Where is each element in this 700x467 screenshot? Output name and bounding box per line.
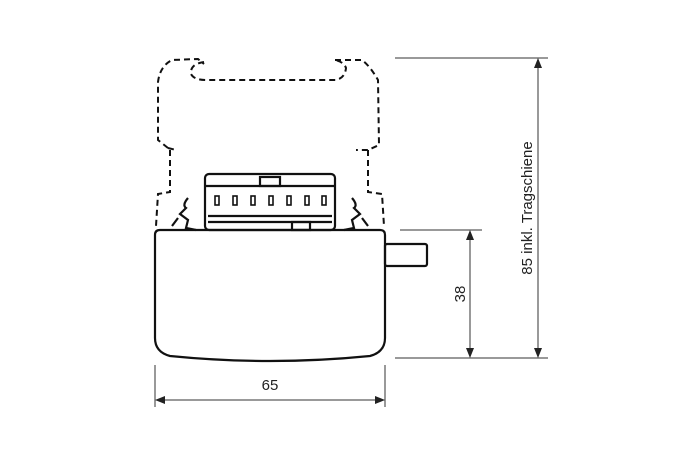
din-rail-outline	[155, 57, 385, 227]
dimension-lines	[154, 57, 548, 407]
dimension-total-height-label: 85 inkl. Tragschiene	[519, 141, 536, 274]
housing	[153, 228, 387, 363]
terminal-block	[203, 172, 337, 232]
dimension-width-label: 65	[262, 377, 279, 394]
dimension-body-height-label: 38	[452, 286, 469, 303]
shaft	[383, 242, 429, 268]
rail-clips	[171, 197, 369, 232]
